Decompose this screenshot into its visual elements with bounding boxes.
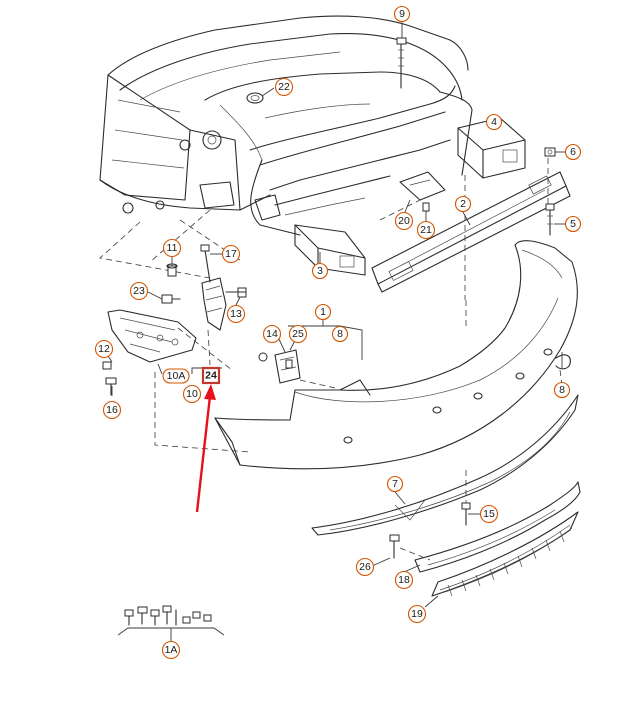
callout-label: 14 <box>266 328 278 340</box>
callout-24[interactable]: 24 <box>201 366 221 385</box>
callout-label: 8 <box>337 328 343 340</box>
callout-label: 8 <box>559 384 565 396</box>
deformation-element-part-3 <box>294 224 366 276</box>
callout-label: 7 <box>392 478 398 490</box>
callout-label: 22 <box>278 81 290 93</box>
bumper-cover-part-1 <box>214 240 578 470</box>
callout-4[interactable]: 4 <box>485 113 503 131</box>
callout-label: 24 <box>205 370 217 382</box>
grille-part-19 <box>431 511 579 597</box>
callout-16[interactable]: 16 <box>102 400 122 420</box>
callout-8-upper[interactable]: 8 <box>331 325 349 343</box>
callout-20[interactable]: 20 <box>394 211 414 231</box>
callout-25[interactable]: 25 <box>288 324 308 344</box>
callout-label: 15 <box>483 508 495 520</box>
callout-label: 20 <box>398 215 410 227</box>
lower-trim-part-18 <box>414 481 581 573</box>
callout-label: 3 <box>317 265 323 277</box>
callout-8-right[interactable]: 8 <box>553 381 571 399</box>
callout-label: 11 <box>167 242 178 254</box>
callout-label: 23 <box>133 285 145 297</box>
callout-label: 9 <box>399 8 405 20</box>
callout-label: 10 <box>186 388 198 400</box>
callout-14[interactable]: 14 <box>262 324 282 344</box>
screw-part-12 <box>102 361 112 370</box>
bracket-part-25 <box>274 349 301 384</box>
callout-label: 1A <box>165 644 178 656</box>
callout-17[interactable]: 17 <box>221 244 241 264</box>
bolt-part-5 <box>545 203 555 236</box>
callout-label: 2 <box>460 198 466 210</box>
callout-23[interactable]: 23 <box>129 281 149 301</box>
callout-label: 17 <box>225 248 237 260</box>
callout-label: 18 <box>398 574 410 586</box>
callout-19[interactable]: 19 <box>407 604 427 624</box>
pin-part-17 <box>200 244 211 283</box>
callout-label: 26 <box>359 561 371 573</box>
callout-3[interactable]: 3 <box>311 262 329 280</box>
callout-15[interactable]: 15 <box>479 504 499 524</box>
callout-1A[interactable]: 1A <box>161 640 181 660</box>
screw-part-16 <box>105 377 117 396</box>
callout-5[interactable]: 5 <box>564 215 582 233</box>
callout-22[interactable]: 22 <box>274 77 294 97</box>
assembly-line-26 <box>399 547 431 561</box>
car-body-rear <box>99 15 473 236</box>
bolt-part-14 <box>258 352 268 362</box>
callout-13[interactable]: 13 <box>226 304 246 324</box>
callout-label: 25 <box>292 328 304 340</box>
bracket-part-10A <box>107 309 197 363</box>
fastener-kit-part-1A <box>117 605 225 642</box>
trim-strip-part-7 <box>311 394 579 536</box>
assembly-lines-cover <box>299 300 563 389</box>
callout-7[interactable]: 7 <box>386 475 404 493</box>
callout-label: 21 <box>420 224 432 236</box>
callout-9[interactable]: 9 <box>393 5 411 23</box>
callout-label: 4 <box>491 116 497 128</box>
callout-12[interactable]: 12 <box>94 339 114 359</box>
callout-label: 10A <box>167 370 186 382</box>
callout-label: 1 <box>320 306 326 318</box>
highlight-arrow <box>195 384 216 513</box>
callout-label: 16 <box>106 404 118 416</box>
leader-lines <box>103 21 566 608</box>
callout-label: 13 <box>230 308 242 320</box>
callout-6[interactable]: 6 <box>564 143 582 161</box>
callout-label: 5 <box>570 218 576 230</box>
callout-10A[interactable]: 10A <box>162 368 190 384</box>
callout-2[interactable]: 2 <box>454 195 472 213</box>
nut-part-6 <box>544 147 556 157</box>
screw-part-23 <box>161 294 181 304</box>
bracket-part-20 <box>399 171 446 212</box>
bumper-guide-part-24 <box>201 277 227 331</box>
callout-label: 12 <box>98 343 110 355</box>
bumper-carrier-part-2 <box>254 171 571 293</box>
callout-18[interactable]: 18 <box>394 570 414 590</box>
assembly-lines-left <box>154 327 251 453</box>
screw-part-26 <box>389 534 400 559</box>
callout-10[interactable]: 10 <box>182 384 202 404</box>
callout-label: 19 <box>411 608 423 620</box>
callout-1[interactable]: 1 <box>314 303 332 321</box>
callout-21[interactable]: 21 <box>416 220 436 240</box>
callout-26[interactable]: 26 <box>355 557 375 577</box>
callout-label: 6 <box>570 146 576 158</box>
callout-11[interactable]: 11 <box>162 238 182 258</box>
bolt-part-13 <box>225 287 247 298</box>
